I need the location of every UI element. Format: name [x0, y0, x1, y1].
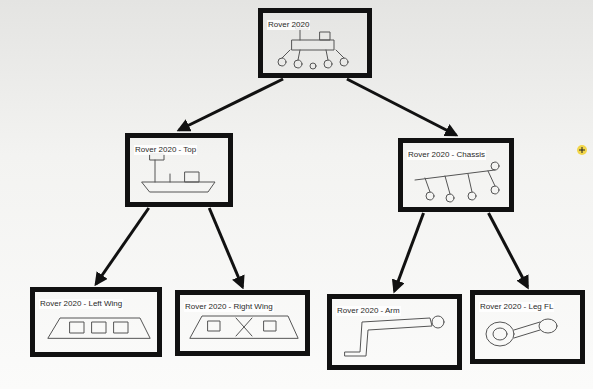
- part-label: Rover 2020 - Arm: [336, 306, 401, 316]
- tree-arrow: [488, 213, 527, 287]
- chassis-sketch: [415, 162, 499, 202]
- part-label: Rover 2020: [267, 20, 310, 30]
- left-wing-sketch: [48, 318, 150, 338]
- part-box: Rover 2020 - Leg FL: [470, 290, 585, 364]
- part-label: Rover 2020 - Left Wing: [39, 299, 123, 309]
- tree-arrow: [209, 208, 242, 287]
- part-box: Rover 2020 - Arm: [327, 294, 462, 370]
- tree-arrow: [96, 208, 149, 284]
- part-label: Rover 2020 - Top: [134, 145, 197, 155]
- part-label: Rover 2020 - Leg FL: [479, 302, 554, 312]
- leg-sketch: [486, 319, 557, 346]
- part-label: Rover 2020 - Chassis: [407, 150, 486, 160]
- part-box: Rover 2020: [258, 8, 372, 78]
- paper-mark: [577, 145, 587, 155]
- part-box: Rover 2020 - Chassis: [398, 138, 514, 212]
- part-box: Rover 2020 - Top: [125, 133, 233, 207]
- top-sketch: [142, 154, 215, 192]
- rover-sketch: [278, 24, 348, 69]
- part-label: Rover 2020 - Right Wing: [184, 302, 274, 312]
- arm-sketch: [345, 316, 444, 356]
- tree-arrow: [395, 213, 424, 291]
- part-box: Rover 2020 - Left Wing: [30, 287, 162, 357]
- right-wing-sketch: [190, 316, 298, 338]
- part-box: Rover 2020 - Right Wing: [175, 290, 310, 356]
- tree-arrow: [347, 79, 456, 135]
- tree-arrow: [179, 79, 283, 130]
